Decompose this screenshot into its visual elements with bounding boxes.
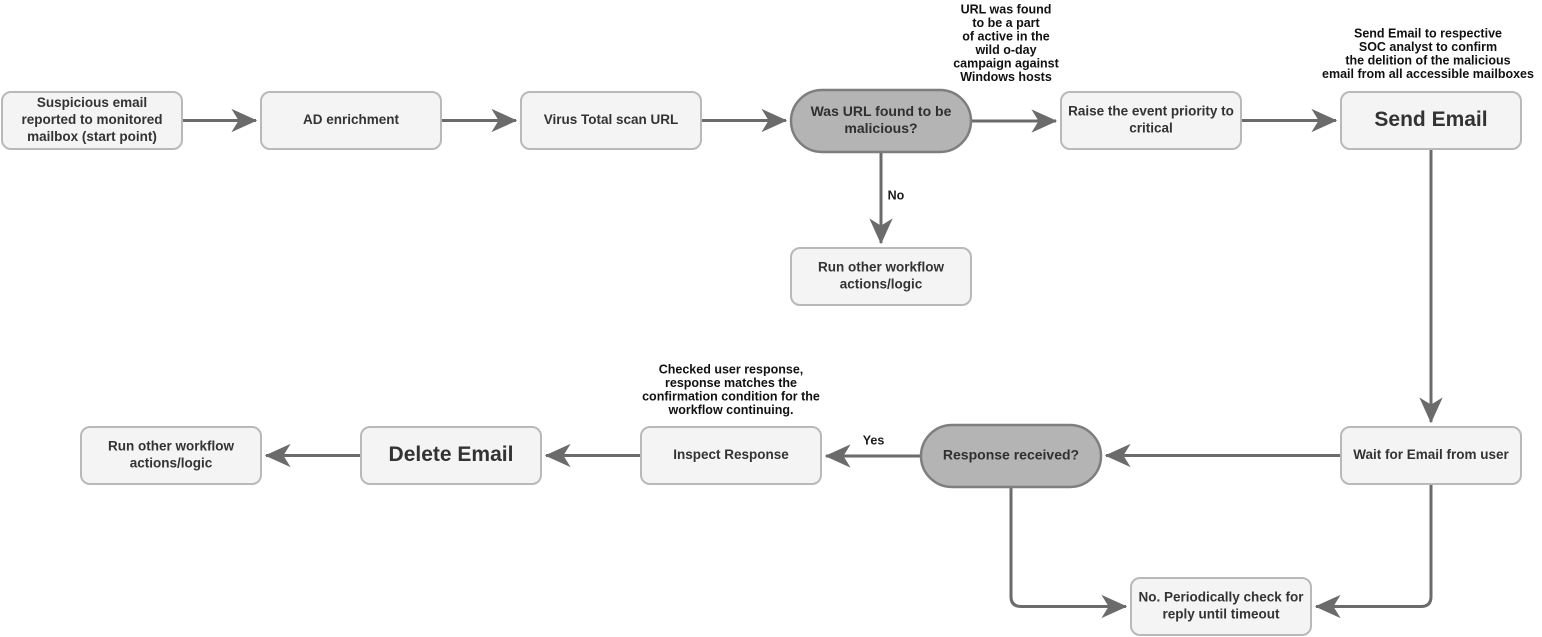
annotation-url-campaign-line: URL was found: [961, 2, 1052, 16]
node-label-delete-email: Delete Email: [389, 443, 514, 466]
annotation-url-campaign-line: of active in the: [962, 29, 1050, 43]
node-inspect-response[interactable]: Inspect Response: [640, 426, 822, 485]
node-label-start: Suspicious email: [37, 95, 147, 110]
node-shape-delete-email: [360, 426, 542, 485]
node-label-run-other-workflow-bottom: Run other workflow: [108, 439, 234, 454]
node-label-start: mailbox (start point): [27, 129, 157, 144]
node-label-ad-enrichment: AD enrichment: [303, 112, 400, 127]
annotation-send-email-line: SOC analyst to confirm: [1359, 40, 1497, 54]
node-label-raise-priority: critical: [1129, 121, 1173, 136]
annotation-url-campaign-line: Windows hosts: [960, 70, 1052, 84]
node-shape-run-other-workflow-bottom: [80, 426, 262, 485]
node-shape-vt-scan: [520, 91, 702, 150]
node-shape-start: [1, 91, 183, 150]
annotation-send-email-line: Send Email to respective: [1354, 26, 1502, 40]
node-shape-run-other-workflow-top: [790, 247, 972, 306]
annotation-checked-response-line: Checked user response,: [659, 362, 804, 376]
node-vt-scan[interactable]: Virus Total scan URL: [520, 91, 702, 150]
node-ad-enrichment[interactable]: AD enrichment: [260, 91, 442, 150]
node-label-run-other-workflow-bottom: actions/logic: [130, 456, 213, 471]
annotation-send-email-line: email from all accessible mailboxes: [1322, 67, 1534, 81]
annotation-checked-response-line: workflow continuing.: [668, 403, 794, 417]
node-run-other-workflow-bottom[interactable]: Run other workflow actions/logic: [80, 426, 262, 485]
node-response-received[interactable]: Response received?: [919, 423, 1103, 489]
node-periodic-check[interactable]: No. Periodically check for reply until ti…: [1130, 577, 1312, 636]
annotation-send-email-line: the delition of the malicious: [1345, 53, 1510, 67]
annotation-checked-response: Checked user response,response matches t…: [642, 362, 820, 417]
node-label-run-other-workflow-top: Run other workflow: [818, 260, 944, 275]
node-raise-priority[interactable]: Raise the event priority to critical: [1060, 91, 1242, 150]
nodes-layer: Suspicious email reported to monitored mai…: [1, 88, 1522, 636]
annotation-checked-response-line: response matches the: [665, 376, 797, 390]
node-shape-send-email: [1340, 91, 1522, 150]
node-shape-url-malicious: [789, 88, 973, 154]
edge-label-no: No: [888, 188, 905, 202]
node-label-wait-for-email: Wait for Email from user: [1353, 447, 1509, 462]
node-label-send-email: Send Email: [1374, 108, 1487, 131]
edge-response-to-periodic: [1009, 487, 1128, 619]
node-shape-response-received: [919, 423, 1103, 489]
node-label-url-malicious: malicious?: [844, 120, 917, 136]
node-shape-raise-priority: [1060, 91, 1242, 150]
node-label-periodic-check: reply until timeout: [1162, 607, 1280, 622]
node-label-inspect-response: Inspect Response: [673, 447, 789, 462]
node-shape-ad-enrichment: [260, 91, 442, 150]
annotation-url-campaign-line: campaign against: [953, 56, 1059, 70]
node-send-email[interactable]: Send Email: [1340, 91, 1522, 150]
node-start[interactable]: Suspicious email reported to monitored mai…: [1, 91, 183, 150]
node-wait-for-email[interactable]: Wait for Email from user: [1340, 426, 1522, 485]
annotation-checked-response-line: confirmation condition for the: [642, 389, 820, 403]
node-label-url-malicious: Was URL found to be: [811, 103, 952, 119]
node-label-run-other-workflow-top: actions/logic: [840, 277, 923, 292]
annotation-url-campaign-line: wild o-day: [974, 43, 1036, 57]
node-run-other-workflow-top[interactable]: Run other workflow actions/logic: [790, 247, 972, 306]
node-shape-wait-for-email: [1340, 426, 1522, 485]
node-label-start: reported to monitored: [22, 112, 163, 127]
node-label-vt-scan: Virus Total scan URL: [544, 112, 679, 127]
edge-wait-to-periodic: [1314, 484, 1433, 619]
node-label-raise-priority: Raise the event priority to: [1068, 104, 1234, 119]
node-label-response-received: Response received?: [943, 447, 1079, 463]
edge-label-yes: Yes: [863, 433, 885, 447]
node-label-periodic-check: No. Periodically check for: [1138, 590, 1304, 605]
annotation-url-campaign-line: to be a part: [972, 16, 1040, 30]
node-shape-inspect-response: [640, 426, 822, 485]
node-delete-email[interactable]: Delete Email: [360, 426, 542, 485]
node-shape-periodic-check: [1130, 577, 1312, 636]
